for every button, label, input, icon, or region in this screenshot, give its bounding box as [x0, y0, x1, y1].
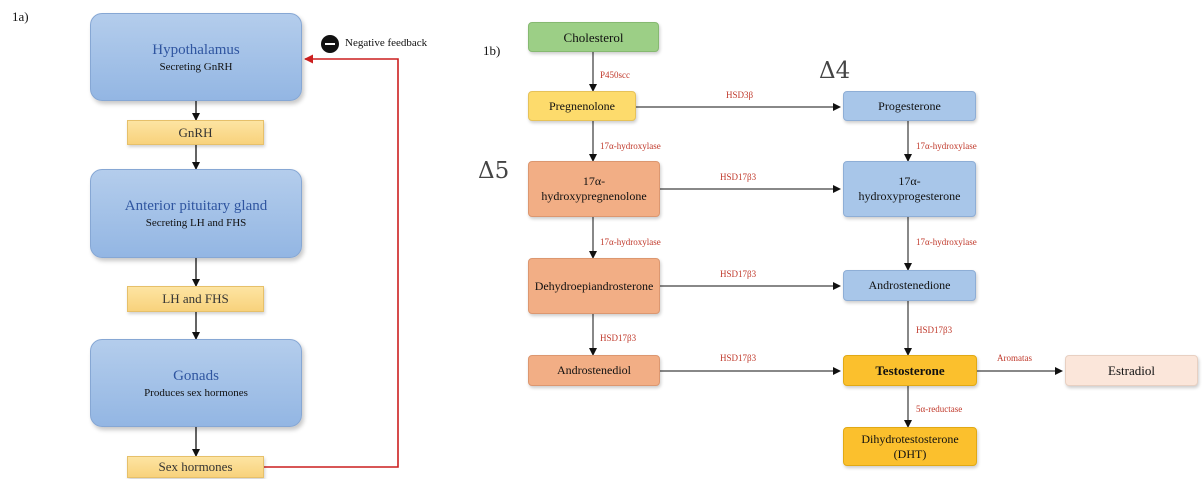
enzyme-hsd17b3-1: HSD17β3: [720, 172, 757, 182]
delta4-label: Δ4: [819, 58, 851, 84]
enzyme-hsd17b3-5: HSD17β3: [720, 353, 757, 363]
enzyme-aromatas: Aromatas: [997, 353, 1032, 363]
enzyme-hsd17b3-3: HSD17β3: [600, 333, 637, 343]
enzyme-p450scc: P450scc: [600, 70, 630, 80]
node-cholesterol: Cholesterol: [528, 22, 659, 52]
delta5-label: Δ5: [478, 158, 510, 184]
node-pregnenolone: Pregnenolone: [528, 91, 636, 121]
panel-b-label: 1b): [483, 43, 501, 58]
hypothalamus-subtitle: Secreting GnRH: [159, 60, 233, 73]
enzyme-17a-hydroxylase-4: 17α-hydroxylase: [916, 237, 977, 247]
node-dihydrotestosterone: Dihydrotestosterone (DHT): [843, 427, 977, 466]
minus-circle-icon: [321, 35, 339, 53]
hypothalamus-box: Hypothalamus Secreting GnRH: [90, 13, 302, 101]
lh-fhs-box: LH and FHS: [127, 286, 264, 312]
pituitary-subtitle: Secreting LH and FHS: [145, 217, 247, 229]
node-dehydroepiandrosterone: Dehydroepiandrosterone: [528, 258, 660, 314]
sex-hormones-box: Sex hormones: [127, 456, 264, 478]
node-androstenediol: Androstenediol: [528, 355, 660, 386]
node-estradiol: Estradiol: [1065, 355, 1198, 386]
node-progesterone: Progesterone: [843, 91, 976, 121]
gonads-subtitle: Produces sex hormones: [144, 386, 248, 399]
enzyme-hsd3b: HSD3β: [726, 90, 754, 100]
node-androstenedione: Androstenedione: [843, 270, 976, 301]
enzyme-17a-hydroxylase-2: 17α-hydroxylase: [916, 141, 977, 151]
gnrh-box: GnRH: [127, 120, 264, 145]
pituitary-box: Anterior pituitary gland Secreting LH an…: [90, 169, 302, 258]
gonads-title: Gonads: [173, 367, 219, 384]
node-testosterone: Testosterone: [843, 355, 977, 386]
hypothalamus-title: Hypothalamus: [152, 41, 240, 58]
negative-feedback-label: Negative feedback: [345, 37, 428, 49]
enzyme-5a-reductase: 5α-reductase: [916, 404, 963, 414]
enzyme-17a-hydroxylase-1: 17α-hydroxylase: [600, 141, 661, 151]
enzyme-17a-hydroxylase-3: 17α-hydroxylase: [600, 237, 661, 247]
node-17a-hydroxyprogesterone: 17α-hydroxyprogesterone: [843, 161, 976, 217]
enzyme-hsd17b3-2: HSD17β3: [720, 269, 757, 279]
node-17a-hydroxypregnenolone: 17α-hydroxypregnenolone: [528, 161, 660, 217]
gonads-box: Gonads Produces sex hormones: [90, 339, 302, 427]
pituitary-title: Anterior pituitary gland: [124, 198, 268, 214]
enzyme-hsd17b3-4: HSD17β3: [916, 325, 953, 335]
panel-a-label: 1a): [12, 9, 29, 24]
